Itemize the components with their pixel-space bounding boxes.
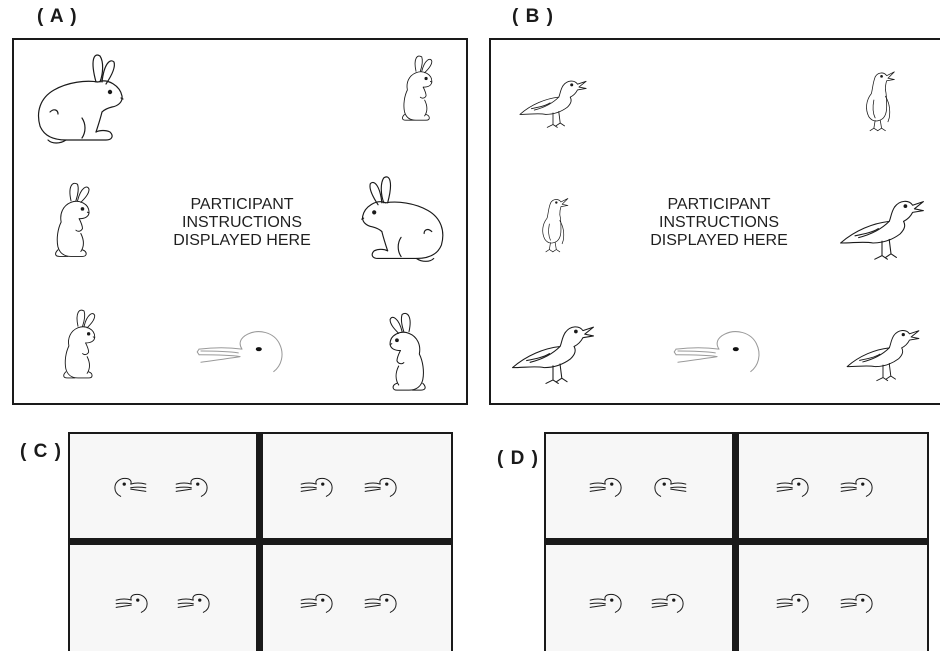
gull-icon — [503, 64, 603, 136]
rabbit-icon — [30, 170, 112, 274]
rabbit-icon — [28, 52, 132, 152]
duck-rabbit-icon — [299, 476, 335, 498]
duck-rabbit-icon — [839, 476, 875, 498]
panel-d-grid — [544, 432, 929, 651]
duck-rabbit-icon — [299, 592, 335, 614]
stimulus-cell — [263, 434, 451, 538]
instruction-line-3: DISPLAYED HERE — [650, 232, 788, 249]
duck-rabbit-icon-mirrored — [652, 476, 688, 498]
duck-rabbit-icon — [775, 476, 811, 498]
duck-rabbit-icon — [176, 592, 212, 614]
gull-icon — [831, 312, 935, 390]
stimulus-cell — [546, 545, 732, 651]
instruction-line-2: INSTRUCTIONS — [182, 214, 302, 231]
gull-icon — [847, 48, 911, 152]
duck-rabbit-icon — [775, 592, 811, 614]
duck-rabbit-icon — [667, 323, 771, 379]
duck-rabbit-icon-mirrored — [112, 476, 148, 498]
rabbit-icon — [350, 174, 456, 270]
duck-rabbit-icon — [363, 592, 399, 614]
panel-a: PARTICIPANT INSTRUCTIONS DISPLAYED HERE — [12, 38, 468, 405]
stimulus-cell — [70, 545, 256, 651]
stimulus-cell — [70, 434, 256, 538]
instruction-line-1: PARTICIPANT — [667, 196, 771, 213]
instruction-line-1: PARTICIPANT — [190, 196, 294, 213]
instruction-line-2: INSTRUCTIONS — [659, 214, 779, 231]
participant-instructions: PARTICIPANT INSTRUCTIONS DISPLAYED HERE — [162, 196, 322, 250]
instruction-line-3: DISPLAYED HERE — [173, 232, 311, 249]
stimulus-cell — [739, 434, 927, 538]
participant-instructions: PARTICIPANT INSTRUCTIONS DISPLAYED HERE — [639, 196, 799, 250]
rabbit-icon — [40, 296, 116, 396]
duck-rabbit-icon — [190, 323, 294, 379]
gull-icon — [503, 306, 603, 394]
duck-rabbit-icon — [650, 592, 686, 614]
stimulus-cell — [739, 545, 927, 651]
gull-icon — [525, 174, 583, 274]
duck-rabbit-icon — [114, 592, 150, 614]
duck-rabbit-icon — [839, 592, 875, 614]
duck-rabbit-icon — [588, 476, 624, 498]
gull-icon — [827, 180, 937, 270]
stimulus-cell — [263, 545, 451, 651]
rabbit-icon — [366, 302, 452, 405]
panel-c-grid — [68, 432, 453, 651]
panel-b: PARTICIPANT INSTRUCTIONS DISPLAYED HERE — [489, 38, 940, 405]
panel-a-label: ( A ) — [37, 6, 78, 27]
stimulus-cell — [546, 434, 732, 538]
duck-rabbit-icon — [174, 476, 210, 498]
rabbit-icon — [380, 40, 452, 140]
duck-rabbit-icon — [363, 476, 399, 498]
panel-c-label: ( C ) — [20, 441, 62, 462]
panel-b-label: ( B ) — [512, 6, 554, 27]
panel-d-label: ( D ) — [497, 448, 539, 469]
duck-rabbit-icon — [588, 592, 624, 614]
